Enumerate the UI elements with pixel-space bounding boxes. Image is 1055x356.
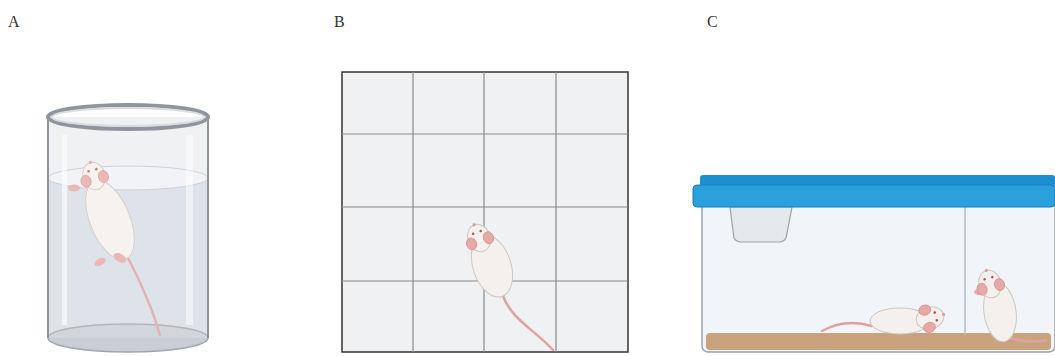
swim-cylinder bbox=[48, 105, 208, 352]
panel-letter: C bbox=[707, 14, 718, 30]
panel-letter: A bbox=[8, 14, 20, 30]
home-cage bbox=[693, 175, 1055, 352]
panel-letter: B bbox=[334, 14, 345, 30]
open-field-grid bbox=[342, 72, 628, 352]
